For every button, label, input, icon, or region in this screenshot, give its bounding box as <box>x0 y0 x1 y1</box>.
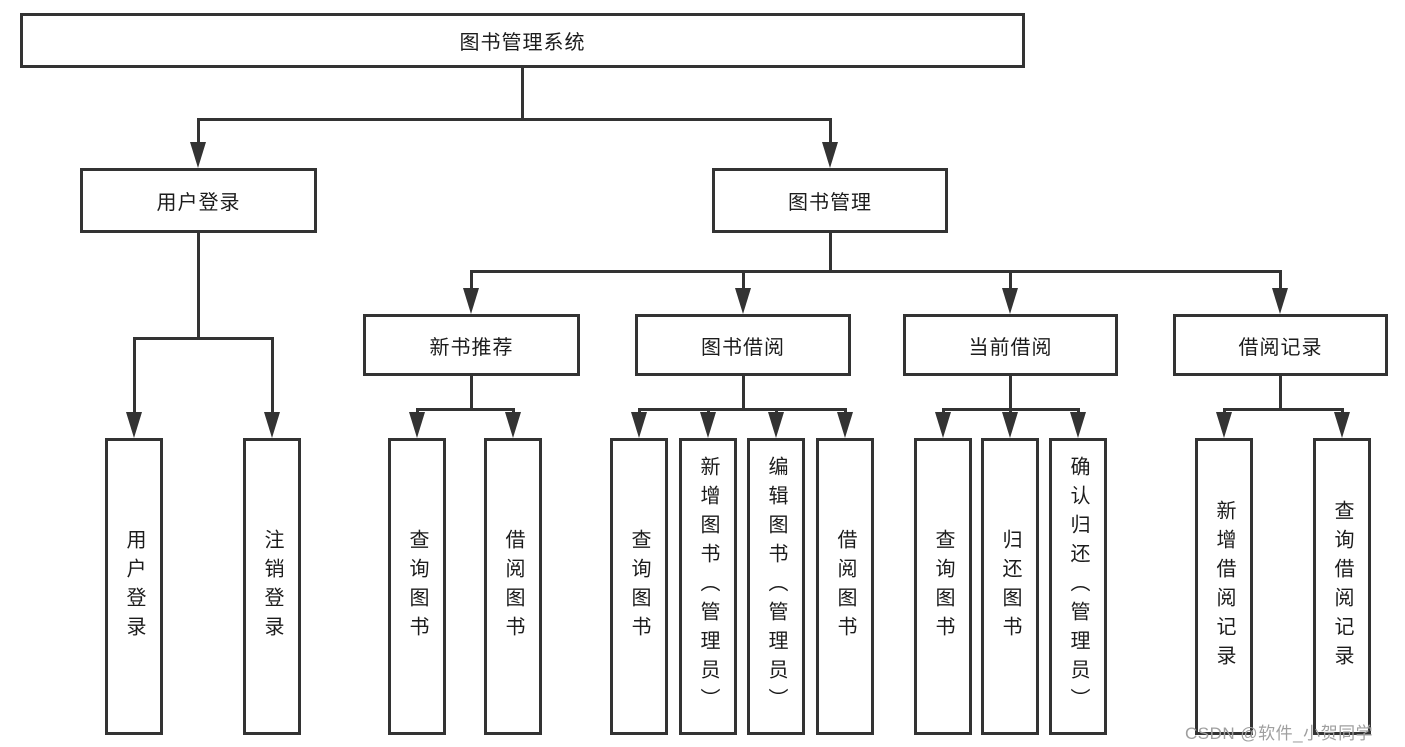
connector-line <box>942 408 945 414</box>
leaf-logout: 注销登录 <box>243 438 301 735</box>
connector-line <box>1279 270 1282 289</box>
connector-line <box>197 233 200 337</box>
node-label: 借阅图书 <box>834 528 856 645</box>
connector-line <box>1009 270 1012 289</box>
node-label: 确认归还（管理员） <box>1067 456 1089 717</box>
arrowhead-down <box>1002 288 1018 314</box>
arrowhead-down <box>1002 412 1018 438</box>
connector-line <box>742 270 745 289</box>
node-label: 图书管理 <box>788 192 872 214</box>
node-label: 查询图书 <box>628 528 650 645</box>
node-label: 新书推荐 <box>429 336 514 359</box>
connector-line <box>1009 376 1012 408</box>
leaf-borrow-books-recommend: 借阅图书 <box>484 438 542 735</box>
leaf-user-login: 用户登录 <box>105 438 163 735</box>
connector-line <box>133 337 273 340</box>
arrowhead-down <box>463 288 479 314</box>
node-label: 新增图书（管理员） <box>697 456 719 717</box>
connector-line <box>1223 408 1344 411</box>
arrowhead-down <box>735 288 751 314</box>
connector-line <box>197 118 832 121</box>
connector-line <box>470 270 1282 273</box>
node-user-login: 用户登录 <box>80 168 317 233</box>
node-label: 查询图书 <box>406 528 428 645</box>
node-label: 归还图书 <box>999 528 1021 645</box>
arrowhead-down <box>1334 412 1350 438</box>
arrowhead-down <box>264 412 280 438</box>
connector-line <box>1009 408 1012 414</box>
connector-line <box>512 408 515 414</box>
leaf-add-borrow-record: 新增借阅记录 <box>1195 438 1253 735</box>
leaf-borrow-books: 借阅图书 <box>816 438 874 735</box>
leaf-edit-books-admin: 编辑图书（管理员） <box>747 438 805 735</box>
arrowhead-down <box>1272 288 1288 314</box>
connector-line <box>133 337 136 413</box>
leaf-confirm-return-admin: 确认归还（管理员） <box>1049 438 1107 735</box>
arrowhead-down <box>505 412 521 438</box>
node-label: 借阅图书 <box>502 528 524 645</box>
node-current-borrowing: 当前借阅 <box>903 314 1118 376</box>
node-label: 用户登录 <box>156 192 241 214</box>
leaf-query-books-current: 查询图书 <box>914 438 972 735</box>
connector-line <box>742 376 745 408</box>
arrowhead-down <box>1216 412 1232 438</box>
node-book-management: 图书管理 <box>712 168 948 233</box>
node-label: 用户登录 <box>123 528 145 645</box>
connector-line <box>271 337 274 413</box>
arrowhead-down <box>837 412 853 438</box>
arrowhead-down <box>126 412 142 438</box>
connector-line <box>707 408 710 414</box>
leaf-return-books: 归还图书 <box>981 438 1039 735</box>
node-library-management-system: 图书管理系统 <box>20 13 1025 68</box>
connector-line <box>1279 376 1282 408</box>
node-label: 当前借阅 <box>968 336 1053 359</box>
connector-line <box>416 408 514 411</box>
arrowhead-down <box>700 412 716 438</box>
csdn-watermark: CSDN @软件_小贺同学 <box>1185 724 1374 743</box>
connector-line <box>638 408 846 411</box>
arrowhead-down <box>409 412 425 438</box>
node-label: 图书借阅 <box>701 336 785 359</box>
leaf-query-books-recommend: 查询图书 <box>388 438 446 735</box>
connector-line <box>638 408 641 414</box>
connector-line <box>844 408 847 414</box>
connector-line <box>1077 408 1080 414</box>
node-label: 图书管理系统 <box>459 32 586 54</box>
connector-line <box>1341 408 1344 414</box>
arrowhead-down <box>1070 412 1086 438</box>
node-label: 查询图书 <box>932 528 954 645</box>
arrowhead-down <box>935 412 951 438</box>
node-new-book-recommend: 新书推荐 <box>363 314 580 376</box>
connector-line <box>829 118 832 144</box>
node-label: 借阅记录 <box>1238 336 1323 359</box>
connector-line <box>470 270 473 289</box>
connector-line <box>775 408 778 414</box>
node-label: 查询借阅记录 <box>1331 499 1353 674</box>
node-label: 编辑图书（管理员） <box>765 456 787 717</box>
leaf-query-books-borrowing: 查询图书 <box>610 438 668 735</box>
connector-line <box>197 118 200 144</box>
arrowhead-down <box>822 142 838 168</box>
node-borrow-records: 借阅记录 <box>1173 314 1388 376</box>
node-book-borrowing: 图书借阅 <box>635 314 851 376</box>
connector-line <box>470 376 473 408</box>
arrowhead-down <box>631 412 647 438</box>
connector-line <box>521 68 524 118</box>
node-label: 新增借阅记录 <box>1213 499 1235 674</box>
arrowhead-down <box>768 412 784 438</box>
connector-line <box>1223 408 1226 414</box>
leaf-query-borrow-record: 查询借阅记录 <box>1313 438 1371 735</box>
connector-line <box>829 233 832 270</box>
node-label: 注销登录 <box>261 528 283 645</box>
arrowhead-down <box>190 142 206 168</box>
leaf-add-books-admin: 新增图书（管理员） <box>679 438 737 735</box>
connector-line <box>416 408 419 414</box>
